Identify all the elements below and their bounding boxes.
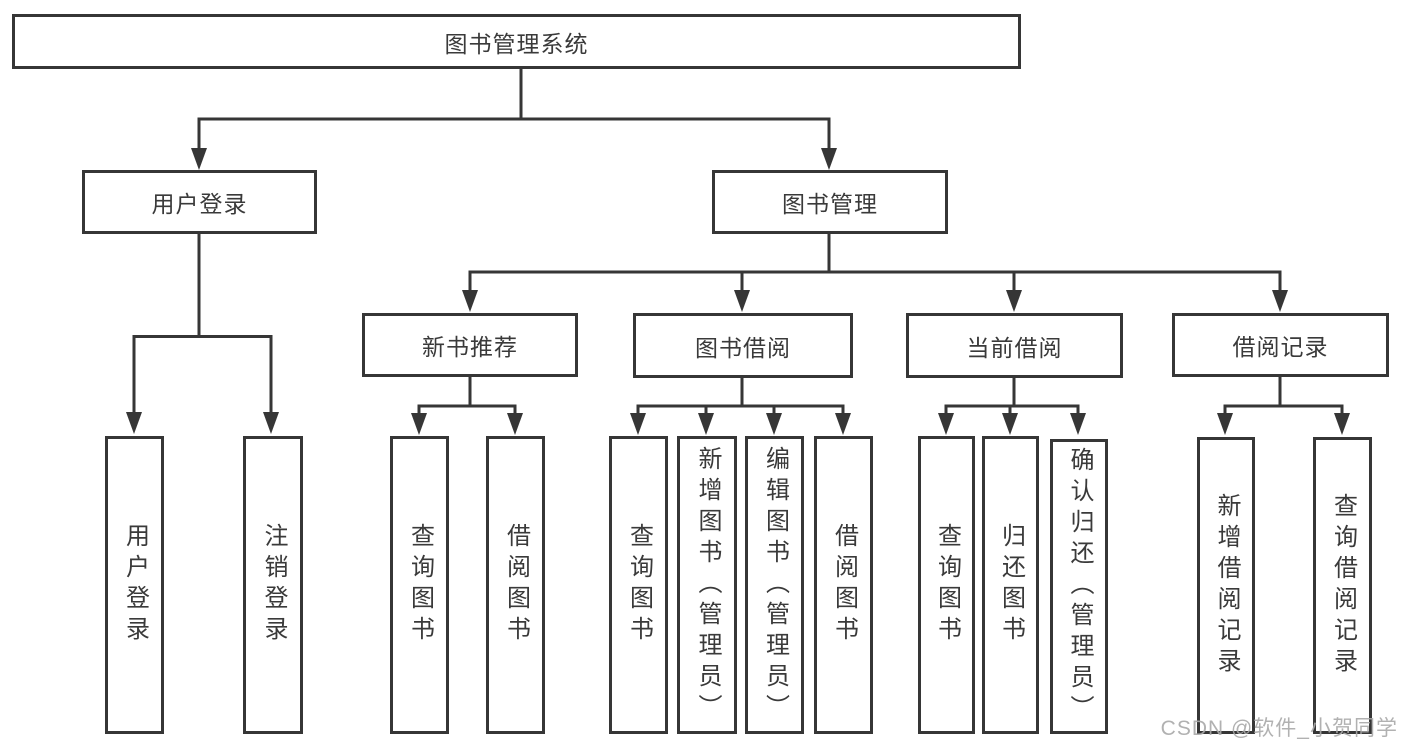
node-user-login: 用户登录 <box>105 436 164 734</box>
watermark: CSDN @软件_小贺同学 <box>1160 717 1398 740</box>
node-return-books: 归还图书 <box>982 436 1039 734</box>
connector-new-book <box>411 376 523 435</box>
connector-borrowing-records <box>1217 376 1350 435</box>
connector-user-login <box>126 233 279 434</box>
node-query-books-borrowing: 查询图书 <box>609 436 668 734</box>
node-logout: 注销登录 <box>243 436 303 734</box>
node-book-management: 图书管理 <box>712 170 948 234</box>
connector-book-borrowing <box>630 377 851 435</box>
node-new-book-recommendation: 新书推荐 <box>362 313 578 377</box>
node-borrowing-records: 借阅记录 <box>1172 313 1389 377</box>
node-borrow-books: 借阅图书 <box>814 436 873 734</box>
connector-current-borrowing <box>938 377 1086 435</box>
node-query-books-recommend: 查询图书 <box>390 436 449 734</box>
node-book-borrowing: 图书借阅 <box>633 313 853 378</box>
connector-book-management <box>462 233 1288 312</box>
node-confirm-return-admin: 确认归还（管理员） <box>1050 439 1108 734</box>
node-edit-books-admin: 编辑图书（管理员） <box>745 436 804 734</box>
node-add-books-admin: 新增图书（管理员） <box>677 436 737 734</box>
node-user-login-group: 用户登录 <box>82 170 317 234</box>
node-current-borrowing: 当前借阅 <box>906 313 1123 378</box>
node-query-borrow-record: 查询借阅记录 <box>1313 437 1372 734</box>
node-library-management-system: 图书管理系统 <box>12 14 1021 69</box>
node-query-books-current: 查询图书 <box>918 436 975 734</box>
node-add-borrow-record: 新增借阅记录 <box>1197 437 1255 734</box>
connector-root <box>191 68 837 170</box>
node-borrow-books-recommend: 借阅图书 <box>486 436 545 734</box>
